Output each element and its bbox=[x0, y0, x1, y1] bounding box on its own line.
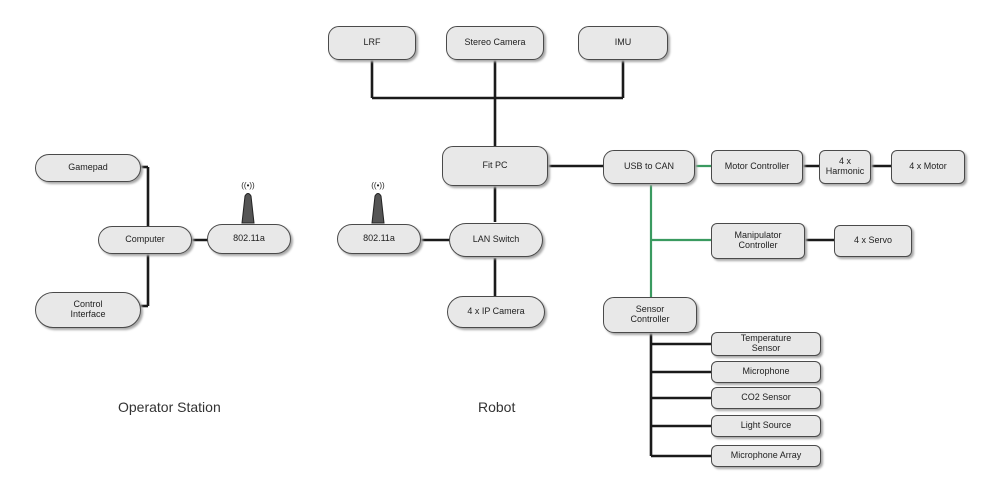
manipulator-controller-node: Manipulator Controller bbox=[711, 223, 805, 259]
co2-sensor-label: CO2 Sensor bbox=[741, 392, 791, 403]
fit-pc-label: Fit PC bbox=[482, 160, 508, 171]
sensor-controller-label: Sensor Controller bbox=[630, 304, 670, 324]
usb-to-can-label: USB to CAN bbox=[623, 161, 674, 172]
manipulator-controller-label: Manipulator Controller bbox=[734, 230, 782, 250]
robot-caption: Robot bbox=[478, 399, 516, 415]
control-interface-label: Control Interface bbox=[70, 299, 106, 319]
svg-text:((•)): ((•)) bbox=[241, 181, 255, 190]
antenna-icon: ((•)) bbox=[241, 181, 255, 224]
wifi-operator-label: 802.11a bbox=[233, 233, 265, 244]
ip-camera-node: 4 x IP Camera bbox=[447, 296, 545, 328]
usb-to-can-node: USB to CAN bbox=[603, 150, 695, 184]
gamepad-label: Gamepad bbox=[68, 162, 108, 173]
lrf-node: LRF bbox=[328, 26, 416, 60]
light-source-node: Light Source bbox=[711, 415, 821, 437]
operator-station-caption: Operator Station bbox=[118, 399, 221, 415]
harmonic-drive-label: 4 x Harmonic bbox=[825, 156, 865, 176]
wifi-robot-node: 802.11a bbox=[337, 224, 421, 254]
temperature-sensor-node: Temperature Sensor bbox=[711, 332, 821, 356]
ip-camera-label: 4 x IP Camera bbox=[467, 306, 525, 317]
light-source-label: Light Source bbox=[740, 420, 792, 431]
antenna-icon: ((•)) bbox=[371, 181, 385, 224]
imu-node: IMU bbox=[578, 26, 668, 60]
microphone-array-node: Microphone Array bbox=[711, 445, 821, 467]
harmonic-drive-node: 4 x Harmonic bbox=[819, 150, 871, 184]
lrf-label: LRF bbox=[363, 37, 381, 48]
stereo-camera-label: Stereo Camera bbox=[464, 37, 526, 48]
wifi-operator-node: 802.11a bbox=[207, 224, 291, 254]
sensor-controller-node: Sensor Controller bbox=[603, 297, 697, 333]
svg-text:((•)): ((•)) bbox=[371, 181, 385, 190]
servo-label: 4 x Servo bbox=[853, 235, 893, 246]
temperature-sensor-label: Temperature Sensor bbox=[740, 333, 792, 353]
motor-node: 4 x Motor bbox=[891, 150, 965, 184]
motor-controller-label: Motor Controller bbox=[724, 161, 790, 172]
lan-switch-node: LAN Switch bbox=[449, 223, 543, 257]
stereo-camera-node: Stereo Camera bbox=[446, 26, 544, 60]
control-interface-node: Control Interface bbox=[35, 292, 141, 328]
computer-label: Computer bbox=[125, 234, 165, 245]
microphone-node: Microphone bbox=[711, 361, 821, 383]
microphone-array-label: Microphone Array bbox=[730, 450, 802, 461]
computer-node: Computer bbox=[98, 226, 192, 254]
motor-label: 4 x Motor bbox=[909, 161, 947, 172]
lan-switch-label: LAN Switch bbox=[472, 234, 520, 245]
wifi-robot-label: 802.11a bbox=[363, 233, 395, 244]
gamepad-node: Gamepad bbox=[35, 154, 141, 182]
motor-controller-node: Motor Controller bbox=[711, 150, 803, 184]
imu-label: IMU bbox=[614, 37, 632, 48]
servo-node: 4 x Servo bbox=[834, 225, 912, 257]
fit-pc-node: Fit PC bbox=[442, 146, 548, 186]
co2-sensor-node: CO2 Sensor bbox=[711, 387, 821, 409]
microphone-label: Microphone bbox=[742, 366, 790, 377]
